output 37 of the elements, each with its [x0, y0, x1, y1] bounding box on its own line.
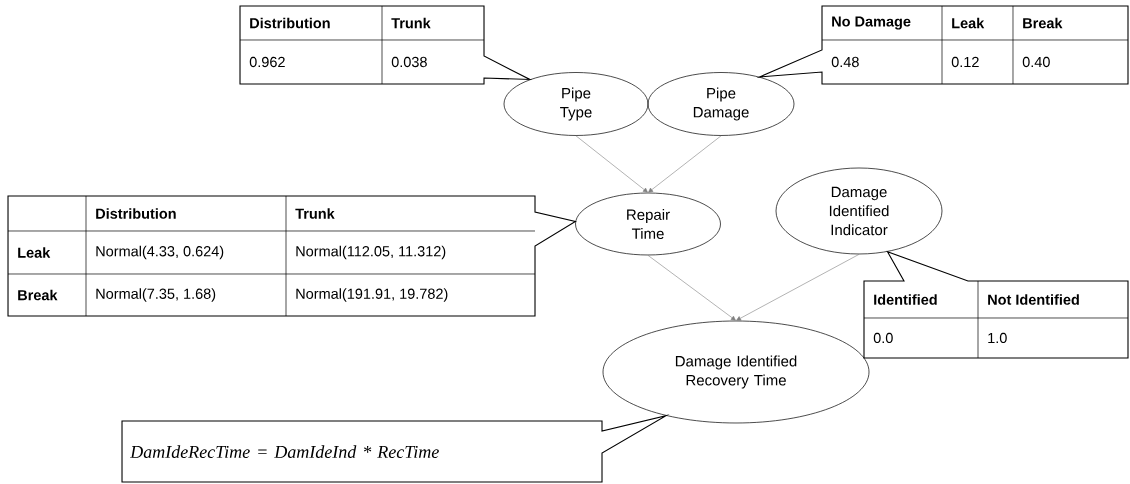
- arrow: [736, 254, 860, 321]
- table-cell: 0.48: [831, 56, 859, 68]
- ellipse-node: Damage Identified Indicator: [775, 167, 943, 255]
- formula-text: DamIdeRecTime = DamIdeInd * RecTime: [130, 445, 439, 459]
- callout-table: [756, 5, 1129, 85]
- table-cell: Leak: [18, 247, 51, 258]
- table-cell: Break: [18, 289, 58, 301]
- table-cell: Normal(4.33, 0.624): [96, 245, 224, 260]
- table-cell: 0.0: [873, 332, 893, 344]
- table-cell: Trunk: [391, 17, 431, 29]
- table-cell: Normal(191.91, 19.782): [296, 288, 448, 302]
- table-cell: Not Identified: [988, 294, 1079, 305]
- table-cell: Normal(112.05, 11.312): [296, 245, 446, 260]
- table-cell: 0.40: [1022, 56, 1050, 68]
- table-cell: Leak: [952, 17, 985, 29]
- table-cell: Distribution: [96, 208, 176, 219]
- table-cell: Trunk: [295, 208, 335, 219]
- table-cell: 1.0: [988, 332, 1007, 344]
- arrow: [575, 135, 648, 193]
- table-cell: Identified: [874, 294, 937, 305]
- callout-table: [863, 250, 1129, 359]
- table-cell: No Damage: [832, 16, 911, 30]
- arrow: [647, 255, 736, 321]
- callout-table: [7, 195, 577, 317]
- table-cell: Normal(7.35, 1.68): [96, 288, 216, 302]
- callout-table: [239, 5, 533, 85]
- table-cell: Break: [1023, 17, 1063, 29]
- formula-callout: [121, 414, 670, 483]
- table-cell: Distribution: [250, 17, 330, 29]
- table-cell: 0.12: [951, 56, 979, 68]
- ellipse-node: Repair Time: [575, 192, 721, 256]
- arrow: [648, 135, 722, 193]
- table-cell: 0.038: [391, 56, 427, 68]
- ellipse-node: Damage Identified Recovery Time: [602, 320, 870, 424]
- ellipse-node: Pipe Type: [503, 72, 649, 136]
- ellipse-node: Pipe Damage: [647, 72, 795, 136]
- table-cell: 0.962: [249, 56, 285, 68]
